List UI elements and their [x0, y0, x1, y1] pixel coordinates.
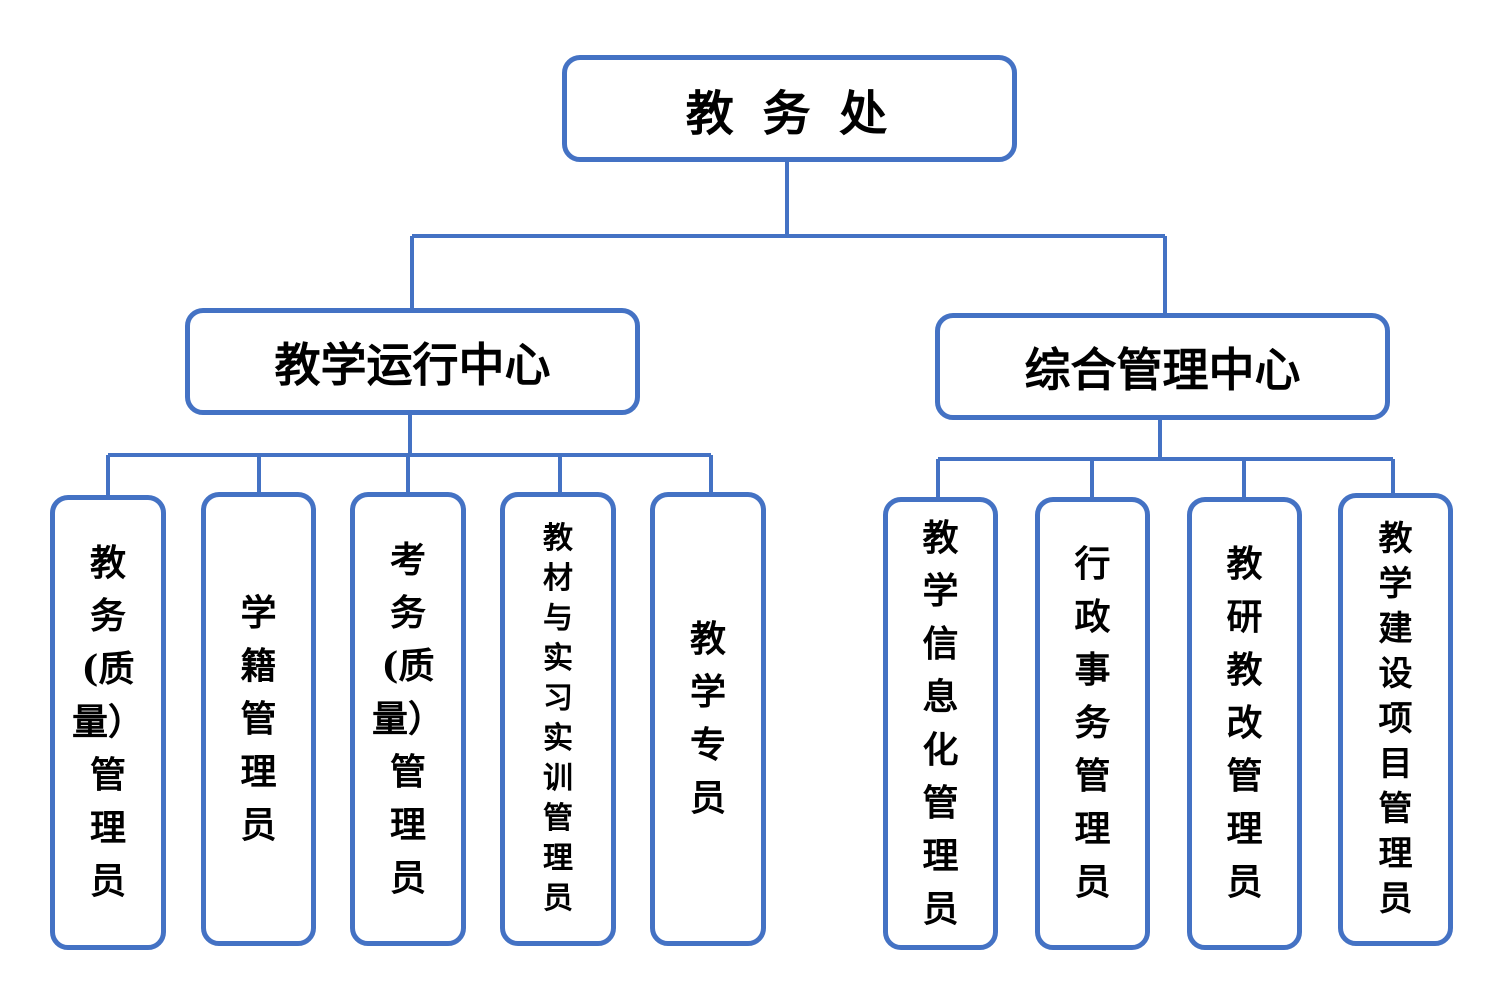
role-node-teaching-construction-project-manager: 教 学 建 设 项 目 管 理 员 — [1338, 493, 1453, 946]
role-label-line: 与 — [543, 601, 573, 636]
role-label-line: 学 — [689, 671, 726, 713]
role-label-line: 员 — [689, 777, 726, 819]
role-label-line: 管 — [543, 801, 573, 836]
role-node-textbook-internship-training-manager: 教 材 与 实 习 实 训 管 理 员 — [500, 492, 616, 946]
role-label-line: 学 — [922, 569, 959, 612]
role-label-line: 学 — [1378, 564, 1413, 604]
role-label-line: 教 — [1378, 519, 1413, 559]
role-label-line: 专 — [689, 724, 726, 766]
role-node-teaching-informatization-manager: 教 学 信 息 化 管 理 员 — [883, 497, 998, 950]
role-label-line: 目 — [1378, 744, 1413, 784]
role-label-line: 教 — [689, 618, 726, 660]
role-label-line: 化 — [922, 728, 959, 771]
role-label-line: 教 — [543, 521, 573, 556]
role-node-teaching-specialist: 教 学 专 员 — [650, 492, 766, 946]
role-label-line: 信 — [922, 622, 959, 665]
role-label-line: 建 — [1378, 609, 1413, 649]
role-label-line: 息 — [922, 675, 959, 718]
role-label-line: 员 — [389, 856, 426, 899]
role-node-administrative-affairs-manager: 行 政 事 务 管 理 员 — [1035, 497, 1150, 950]
role-label-line: 设 — [1378, 654, 1413, 694]
role-label-line: 员 — [240, 803, 277, 846]
role-label-line: 量） — [71, 701, 144, 743]
role-label-line: 实 — [543, 721, 573, 756]
role-label-line: 管 — [89, 754, 126, 796]
root-node-academic-affairs-office: 教 务 处 — [562, 55, 1017, 162]
role-label-line: 学 — [240, 591, 277, 634]
role-label-line: 材 — [543, 561, 573, 596]
role-label-line: 事 — [1074, 649, 1111, 691]
role-label-line: 考 — [389, 538, 426, 581]
role-label-line: 员 — [922, 887, 959, 930]
role-node-label: 考 务 (质 量） 管 理 员 — [372, 534, 444, 905]
role-node-student-records-manager: 学 籍 管 理 员 — [201, 492, 316, 946]
role-label-line: 管 — [389, 750, 426, 793]
role-label-line: 员 — [1378, 879, 1413, 919]
role-label-line: 管 — [1226, 755, 1263, 797]
role-node-label: 教 学 信 息 化 管 理 员 — [922, 512, 958, 936]
role-label-line: 量） — [371, 697, 444, 740]
role-label-line: (质 — [81, 648, 135, 690]
role-node-exam-affairs-quality-manager: 考 务 (质 量） 管 理 员 — [350, 492, 466, 946]
role-label-line: 理 — [1074, 808, 1111, 850]
role-node-label: 行 政 事 务 管 理 员 — [1074, 538, 1110, 909]
role-label-line: (质 — [381, 644, 435, 687]
role-label-line: 员 — [543, 881, 573, 916]
role-label-line: 研 — [1226, 596, 1263, 638]
role-label-line: 员 — [1226, 861, 1263, 903]
role-node-label: 教 研 教 改 管 理 员 — [1226, 538, 1262, 909]
role-node-label: 教 材 与 实 习 实 训 管 理 员 — [543, 519, 573, 919]
role-label-line: 务 — [1074, 702, 1111, 744]
role-label-line: 理 — [922, 834, 959, 877]
role-node-academic-affairs-quality-manager: 教 务 (质 量） 管 理 员 — [50, 495, 166, 950]
role-label-line: 管 — [922, 781, 959, 824]
role-label-line: 项 — [1378, 699, 1413, 739]
role-label-line: 管 — [1378, 789, 1413, 829]
role-node-label: 教 学 建 设 项 目 管 理 员 — [1379, 517, 1413, 922]
role-node-label: 教 务 (质 量） 管 理 员 — [72, 537, 144, 908]
department-node-label: 教学运行中心 — [274, 337, 551, 392]
role-label-line: 教 — [1226, 543, 1263, 585]
role-label-line: 教 — [89, 542, 126, 584]
department-node-teaching-operations-center: 教学运行中心 — [185, 308, 640, 415]
role-label-line: 理 — [543, 841, 573, 876]
role-label-line: 管 — [1074, 755, 1111, 797]
department-node-general-management-center: 综合管理中心 — [935, 313, 1390, 420]
role-label-line: 政 — [1074, 596, 1111, 638]
role-label-line: 实 — [543, 641, 573, 676]
role-label-line: 务 — [89, 595, 126, 637]
role-label-line: 理 — [389, 803, 426, 846]
role-label-line: 训 — [543, 761, 573, 796]
role-label-line: 理 — [89, 807, 126, 849]
role-label-line: 习 — [543, 681, 573, 716]
role-node-teaching-research-reform-manager: 教 研 教 改 管 理 员 — [1187, 497, 1302, 950]
role-label-line: 行 — [1074, 543, 1111, 585]
role-label-line: 员 — [89, 860, 126, 902]
department-node-label: 综合管理中心 — [1024, 342, 1301, 397]
role-label-line: 理 — [1226, 808, 1263, 850]
role-label-line: 教 — [922, 516, 959, 559]
root-node-label: 教 务 处 — [685, 85, 894, 142]
role-label-line: 籍 — [240, 644, 277, 687]
role-label-line: 理 — [1378, 834, 1413, 874]
role-label-line: 务 — [389, 591, 426, 634]
role-label-line: 理 — [240, 750, 277, 793]
role-label-line: 管 — [240, 697, 277, 740]
role-label-line: 员 — [1074, 861, 1111, 903]
role-node-label: 教 学 专 员 — [690, 613, 726, 825]
role-label-line: 教 — [1226, 649, 1263, 691]
role-label-line: 改 — [1226, 702, 1263, 744]
role-node-label: 学 籍 管 理 员 — [240, 587, 276, 852]
